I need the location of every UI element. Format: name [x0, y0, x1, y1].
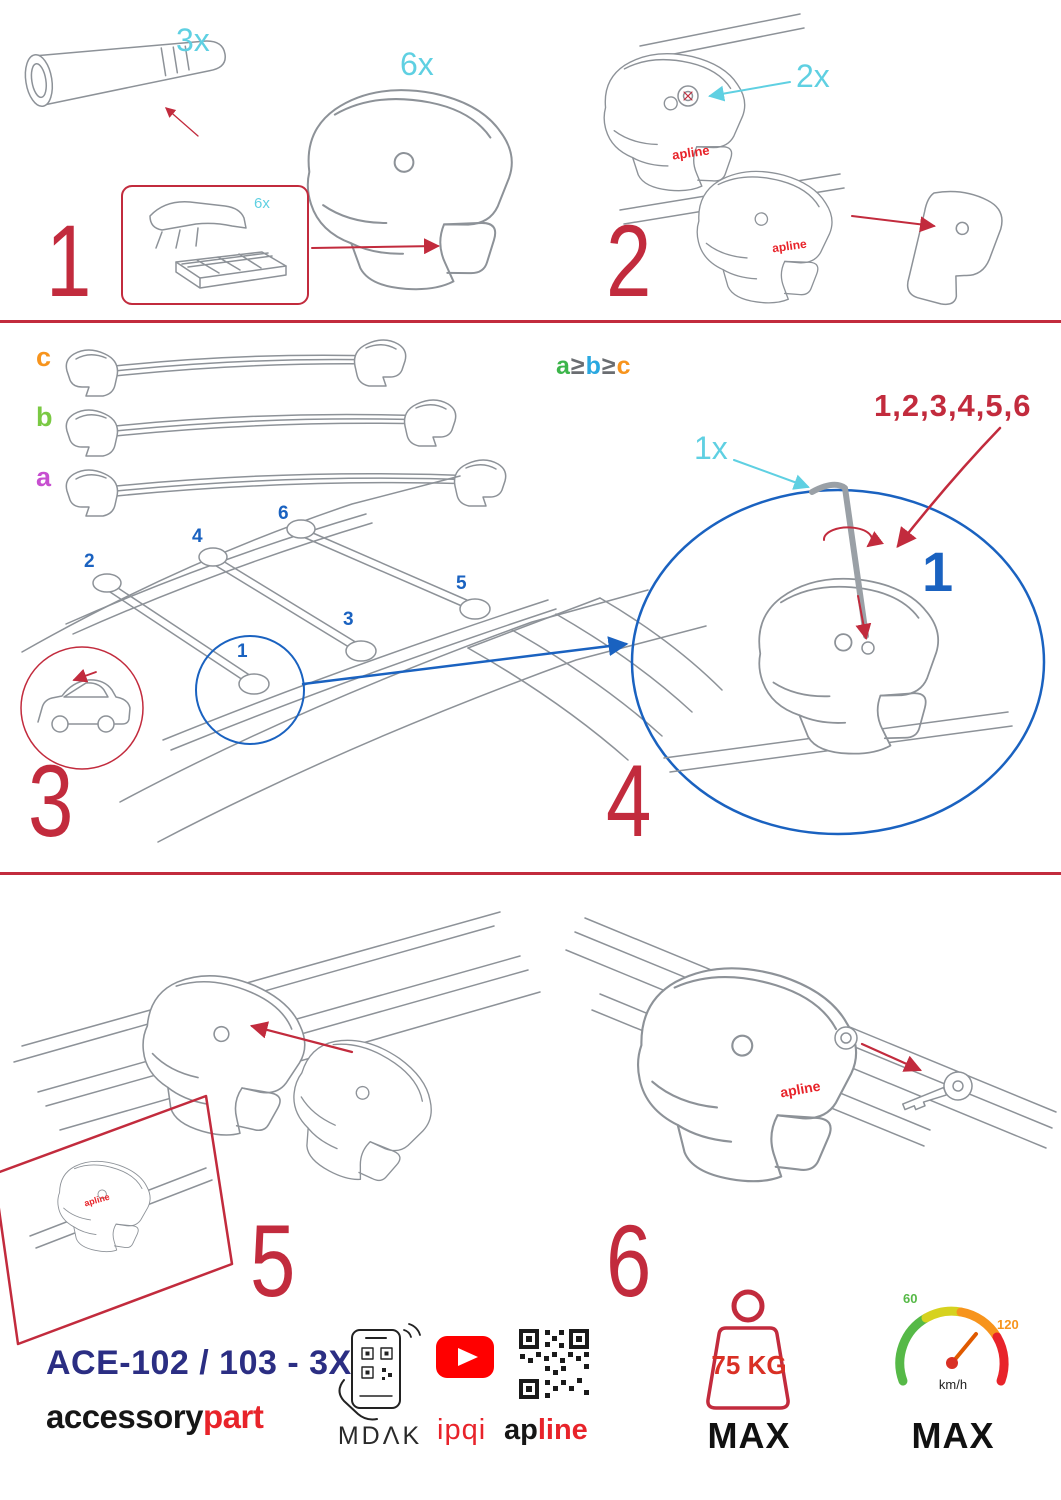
bar-variant-b: [65, 399, 457, 457]
formula-a: a: [556, 352, 571, 380]
roof-top-view: [21, 475, 723, 843]
position-label-5: 5: [456, 573, 467, 594]
apline-logo-red: line: [537, 1414, 588, 1446]
speed-unit-label: km/h: [938, 1377, 968, 1392]
section-divider-2: [0, 872, 1061, 875]
size-label-c: c: [36, 342, 52, 372]
step-3-number: 3: [28, 744, 74, 858]
foot-drawing-step1: [298, 82, 518, 297]
bar-variant-a: [65, 459, 507, 517]
speedometer-icon: [895, 1306, 1009, 1386]
allen-key: [809, 481, 869, 639]
weight-max-label: MAX: [707, 1415, 791, 1456]
bar-variant-c: [65, 339, 407, 397]
qty-locks-label: 2x: [796, 58, 830, 94]
qty-feet-label: 6x: [400, 46, 434, 82]
foot-lock-drawing-step2: [595, 13, 805, 198]
car-side-view: [20, 646, 144, 770]
qty-allen-key-label: 1x: [694, 430, 728, 466]
size-label-a: a: [36, 462, 52, 492]
result-box: [0, 1094, 234, 1346]
weight-limit-icon: [706, 1289, 790, 1410]
rubber-pad-box: [121, 185, 440, 305]
qty-bars-label: 3x: [176, 22, 210, 58]
formula-ge2: ≥: [601, 352, 617, 380]
mdak-logo: MDΛK: [337, 1422, 423, 1450]
step-5-number: 5: [250, 1204, 296, 1318]
foot-cover-drawing-step2: [619, 162, 1003, 312]
position-label-4: 4: [192, 526, 203, 547]
weight-limit-value: 75 KG: [711, 1350, 787, 1380]
model-number: ACE-102 / 103 - 3X: [46, 1344, 352, 1382]
step-2-number: 2: [606, 204, 652, 318]
speed-120-label: 120: [997, 1317, 1019, 1332]
phone-qr-icon: [338, 1323, 421, 1421]
sequence-step-one: 1: [922, 540, 954, 603]
formula-c: c: [616, 352, 632, 380]
company-logo-black: accessory: [46, 1398, 203, 1435]
qr-code-icon: [516, 1326, 592, 1402]
apline-logo-black: ap: [504, 1414, 538, 1446]
highlight-circle: [195, 635, 305, 745]
formula-b: b: [585, 352, 602, 380]
formula-ge1: ≥: [570, 352, 586, 380]
apline-logo: apline: [504, 1416, 588, 1445]
company-logo: accessorypart: [46, 1398, 264, 1435]
step-6-number: 6: [606, 1204, 652, 1318]
step-4-number: 4: [606, 744, 652, 858]
step-1-number: 1: [46, 204, 92, 318]
bar-end-drawing: [24, 40, 226, 137]
tighten-sequence-label: 1,2,3,4,5,6: [874, 388, 1032, 423]
speed-60-label: 60: [903, 1291, 918, 1306]
ipqi-logo: ipqi: [437, 1414, 487, 1446]
size-label-b: b: [36, 402, 53, 432]
youtube-icon: [436, 1336, 494, 1378]
company-logo-red: part: [202, 1398, 264, 1435]
needle: [950, 1332, 978, 1365]
position-label-1: 1: [237, 641, 248, 662]
lock-key-drawing-step6: [565, 917, 1057, 1198]
size-formula: a≥b≥c: [556, 354, 632, 379]
position-label-6: 6: [278, 503, 289, 524]
zoom-arrow: [301, 636, 629, 686]
speed-max-label: MAX: [911, 1415, 995, 1456]
section-divider-1: [0, 320, 1061, 323]
zoom-detail-step4: [630, 426, 1046, 836]
qty-pads-label: 6x: [254, 195, 270, 212]
position-label-2: 2: [84, 551, 95, 572]
key-icon: [901, 1071, 973, 1111]
position-label-3: 3: [343, 609, 354, 630]
sequence-arrow: [896, 426, 1002, 548]
rail-mount-drawing-step5: [0, 911, 541, 1346]
rotate-arrow: [822, 526, 884, 548]
